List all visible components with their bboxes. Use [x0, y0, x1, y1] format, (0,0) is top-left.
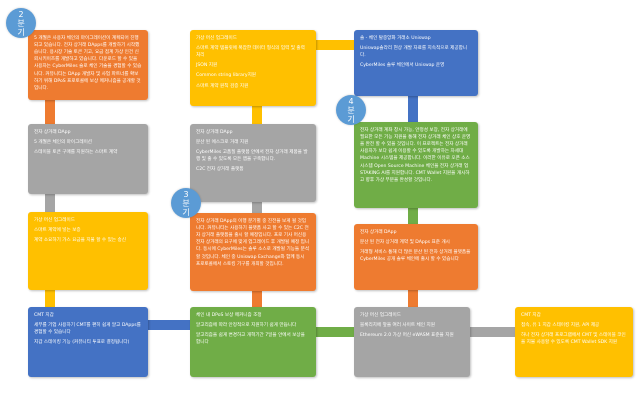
box-text: 거래형 서비스 통해 더 많은 분산 된 전자 상거래 플랫폼을 CyberMi…: [360, 250, 471, 263]
badge-text: 2: [18, 9, 24, 19]
connector: [45, 193, 55, 213]
quarter-badge: 3 분 기: [171, 188, 201, 218]
box-title: 전자 상거래 DApp: [196, 130, 233, 135]
box-text: 스테이블 토큰 구매를 지원하는 스마트 계약: [34, 150, 118, 156]
box-title: 가상 머신 업그레이드: [196, 36, 237, 41]
box-title: 가상 머신 업그레이드: [34, 218, 75, 223]
connector: [408, 206, 418, 224]
box-text: CyberMiles 솔루 체인에서 Uniswap 운영: [360, 63, 445, 69]
quarter-badge: 2 분 기: [6, 8, 36, 38]
cmt-wallet-box: CMT 지갑 세부를 기업 사용하기 CMT를 편히 쉽게 알고 DApps를 …: [28, 307, 148, 377]
box-title: 가상 머신 업그레이드: [360, 313, 401, 318]
connector: [316, 40, 356, 50]
connector: [408, 288, 418, 308]
connector: [252, 200, 262, 214]
ecommerce-dapp-box: 전자 상거래 DApp 분산 된 에스크로 거래 지원 CyberMiles 고…: [190, 124, 316, 202]
q4-summary-box: 전자 상거래 계좌 창시 가능, 안정성 보장, 전자 상거래에 필요한 모든 …: [354, 122, 478, 208]
box-text: 접속, 유 1 지갑 스테이킹 지원, API 제공: [521, 323, 600, 329]
box-text: 전자 상거래 계좌 창시 가능, 안정성 보장, 전자 상거래에 필요한 모든 …: [360, 128, 471, 183]
box-text: 전자 상거래 DApp의 이행 분기별 중 진전을 보게 될 것입니다. 커뮤니…: [196, 219, 310, 267]
badge-text: 4: [348, 96, 354, 106]
box-title: 체인 내 DPoS 보상 메커니즘 조정: [196, 313, 262, 318]
box-text: 블록리치에 앞을 여러 사이트 체인 지원: [360, 323, 435, 329]
box-text: 5 개월은 체인의 마이그레이션: [34, 140, 93, 146]
box-text: Ethereum 2.0 가상 머신 eWASM 표준을 지원: [360, 333, 454, 339]
badge-text: 분: [347, 105, 355, 115]
connector: [252, 104, 262, 124]
badge-text: 3: [183, 189, 189, 199]
dpos-reward-box: 체인 내 DPoS 보상 메커니즘 조정 알고리즘에 따라 안정적으로 지원하기…: [190, 307, 316, 377]
box-title: 전자 상거래 DApp: [360, 230, 397, 235]
vm-upgrade-box: 가상 머신 업그레이드 스마트 계약에 넣는 보증 계약 소요하기 가스 요금을…: [28, 212, 148, 290]
cmt-wallet-box: CMT 지갑 접속, 유 1 지갑 스테이킹 지원, API 제공 하나 전자 …: [515, 307, 633, 377]
uniswap-box: 솔 - 체인 탈중앙화 거래소 Uniswap Uniswap솔라리 현상 개발…: [354, 30, 478, 96]
box-text: 분산 된 전자 상거래 계약 및 DApps 표준 개시: [360, 240, 450, 246]
box-text: Uniswap솔라리 현상 개발 자료를 지속적으로 제공합니다.: [360, 46, 468, 59]
box-text: 계약 소요하기 가스 요금을 지불 할 수 있는 송신: [34, 238, 126, 244]
box-text: 스마트 계약 원칙 검증 지원: [196, 83, 249, 89]
q2-summary-box: 5 개월은 사용자 체인의 마이그레이션이 계획되어 진행되고 있습니다. 전자…: [28, 30, 148, 100]
connector: [45, 288, 55, 308]
connector: [148, 320, 190, 330]
box-text: 스마트 계약에 넣는 보증: [34, 228, 81, 234]
badge-text: 기: [182, 207, 190, 217]
box-title: 전자 상거래 DApp: [34, 130, 71, 135]
box-text: 지갑 스테이킹 기능 (커뮤니티 투표로 결정됩니다): [34, 340, 130, 346]
box-text: 알고리즘에 따라 안정적으로 지원하기 쉽게 만듭니다: [196, 323, 297, 329]
q3-summary-box: 전자 상거래 DApp의 이행 분기별 중 진전을 보게 될 것입니다. 커뮤니…: [190, 213, 316, 291]
box-text: Common string library지원: [196, 73, 257, 79]
connector: [470, 327, 520, 337]
badge-text: 기: [17, 27, 25, 37]
box-text: C2C 전자 상거래 플랫폼: [196, 167, 244, 173]
box-title: CMT 지갑: [521, 313, 541, 318]
ecommerce-dapp-box: 전자 상거래 DApp 분산 된 전자 상거래 계약 및 DApps 표준 개시…: [354, 224, 478, 290]
badge-text: 분: [17, 18, 25, 28]
box-text: 분산 된 에스크로 거래 지원: [196, 140, 249, 146]
box-title: 솔 - 체인 탈중앙화 거래소 Uniswap: [360, 36, 431, 41]
vm-upgrade-box: 가상 머신 업그레이드 블록리치에 앞을 여러 사이트 체인 지원 Ethere…: [354, 307, 470, 377]
box-text: JSON 지원: [196, 63, 218, 69]
connector: [408, 95, 418, 123]
box-text: 5 개월은 사용자 체인의 마이그레이션이 계획되어 진행되고 있습니다. 전자…: [34, 36, 142, 91]
box-text: 하나 전자 상거래 프로그램에서 CMT 및 스테이블 코인을 지불 사용할 수…: [521, 333, 626, 346]
quarter-badge: 4 분 기: [336, 95, 366, 125]
connector: [45, 98, 55, 124]
ecommerce-dapp-box: 전자 상거래 DApp 5 개월은 체인의 마이그레이션 스테이블 토큰 구매를…: [28, 124, 148, 194]
box-text: 알고리즘을 쉽게 변경하고 개혁기간 7일을 안에서 보상을 합니다: [196, 333, 305, 346]
badge-text: 기: [347, 114, 355, 124]
vm-upgrade-box: 가상 머신 업그레이드 스마트 계약 템플릿에 복잡한 데이터 형식의 입력 및…: [190, 30, 316, 106]
box-text: 스마트 계약 템플릿에 복잡한 데이터 형식의 입력 및 출력 처리: [196, 46, 305, 59]
badge-text: 분: [182, 198, 190, 208]
connector: [316, 327, 356, 337]
connector: [252, 288, 262, 308]
box-text: CyberMiles 고품질 플랫폼 안에서 전자 상거래 제품을 발행 및 출…: [196, 150, 308, 163]
box-title: CMT 지갑: [34, 313, 54, 318]
box-text: 세부를 기업 사용하기 CMT를 편히 쉽게 알고 DApps를 경험할 수 있…: [34, 323, 141, 336]
